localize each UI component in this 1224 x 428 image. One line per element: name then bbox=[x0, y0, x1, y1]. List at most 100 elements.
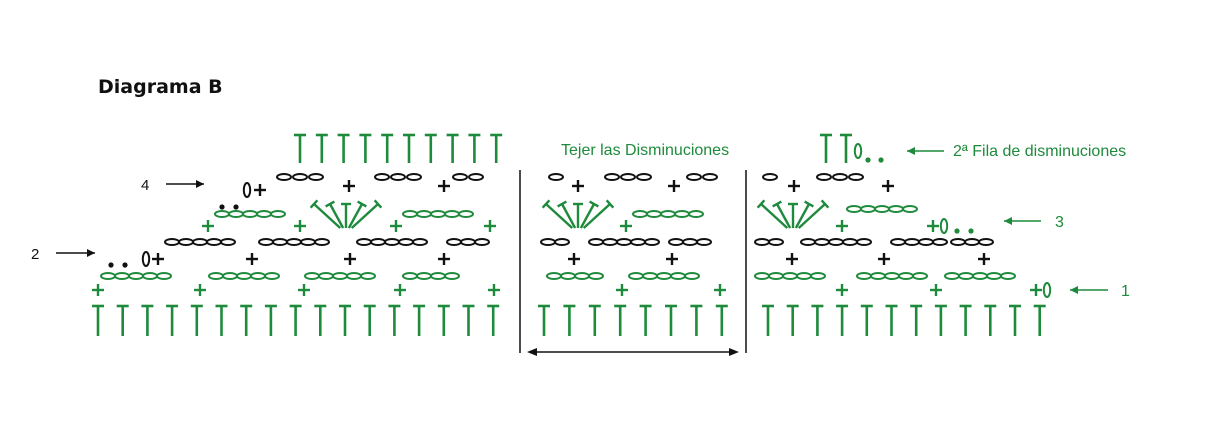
chain-symbol bbox=[832, 173, 848, 181]
chain-symbol bbox=[222, 272, 238, 280]
double-crochet-symbol bbox=[840, 133, 852, 163]
chain-symbol bbox=[874, 205, 890, 213]
single-crochet-symbol bbox=[488, 284, 500, 296]
chain-symbol bbox=[452, 173, 468, 181]
chain-symbol bbox=[800, 238, 816, 246]
single-crochet-symbol bbox=[836, 220, 848, 232]
chain-symbol bbox=[430, 210, 446, 218]
chain-symbol bbox=[474, 238, 490, 246]
arrow-head bbox=[1070, 286, 1078, 294]
shell-stem bbox=[797, 203, 826, 229]
chain-symbol bbox=[588, 272, 604, 280]
chain-symbol bbox=[628, 272, 644, 280]
chain-symbol bbox=[236, 272, 252, 280]
double-crochet-symbol bbox=[490, 133, 503, 163]
chain-symbol bbox=[332, 272, 348, 280]
double-crochet-symbol bbox=[413, 304, 426, 336]
double-crochet-symbol bbox=[446, 133, 459, 163]
chain-symbol bbox=[256, 210, 272, 218]
chain-symbol bbox=[814, 238, 830, 246]
chain-symbol bbox=[446, 238, 462, 246]
chain-symbol bbox=[898, 272, 914, 280]
single-crochet-symbol bbox=[666, 253, 678, 265]
chain-symbol bbox=[574, 272, 590, 280]
shell-top bbox=[373, 199, 383, 209]
single-crochet-symbol bbox=[786, 253, 798, 265]
chain-symbol bbox=[264, 272, 280, 280]
double-crochet-symbol bbox=[468, 133, 481, 163]
chain-symbol bbox=[360, 272, 376, 280]
turning-chain-symbol bbox=[242, 182, 252, 198]
single-crochet-symbol bbox=[882, 180, 894, 192]
slip-stitch-symbol bbox=[878, 157, 884, 163]
chain-symbol bbox=[430, 272, 446, 280]
double-crochet-symbol bbox=[487, 304, 500, 336]
double-crochet-symbol bbox=[820, 133, 832, 163]
chain-symbol bbox=[416, 272, 432, 280]
structure-lines bbox=[56, 147, 1108, 356]
double-crochet-symbol bbox=[363, 304, 376, 336]
shell-symbol bbox=[756, 199, 830, 229]
double-crochet-symbol bbox=[359, 133, 372, 163]
shell-top bbox=[756, 199, 766, 209]
single-crochet-symbol bbox=[343, 180, 355, 192]
double-crochet-symbol bbox=[1009, 304, 1021, 336]
chain-symbol bbox=[468, 173, 484, 181]
single-crochet-symbol bbox=[714, 284, 726, 296]
chain-symbol bbox=[318, 272, 334, 280]
single-crochet-symbol bbox=[930, 284, 942, 296]
chain-symbol bbox=[128, 272, 144, 280]
shell-symbol bbox=[309, 199, 383, 229]
chain-symbol bbox=[546, 272, 562, 280]
chain-symbol bbox=[828, 238, 844, 246]
single-crochet-symbol bbox=[788, 180, 800, 192]
chain-symbol bbox=[856, 238, 872, 246]
chain-symbol bbox=[642, 272, 658, 280]
double-crochet-symbol bbox=[762, 304, 774, 336]
slip-stitch-symbol bbox=[968, 228, 974, 234]
chain-symbol bbox=[142, 272, 158, 280]
chain-symbol bbox=[444, 210, 460, 218]
single-crochet-symbol bbox=[298, 284, 310, 296]
slip-stitch-symbol bbox=[954, 228, 960, 234]
chain-symbol bbox=[300, 238, 316, 246]
slip-stitch-symbol bbox=[865, 157, 871, 163]
double-crochet-symbol bbox=[315, 133, 328, 163]
chain-symbol bbox=[560, 272, 576, 280]
chain-symbol bbox=[406, 173, 422, 181]
chain-symbol bbox=[588, 238, 604, 246]
pointer-arrow bbox=[907, 147, 944, 155]
chain-symbol bbox=[688, 210, 704, 218]
chain-symbol bbox=[986, 272, 1002, 280]
double-crochet-symbol bbox=[337, 133, 350, 163]
double-crochet-symbol bbox=[563, 304, 576, 336]
chain-symbol bbox=[370, 238, 386, 246]
single-crochet-symbol bbox=[246, 253, 258, 265]
single-crochet-symbol bbox=[294, 220, 306, 232]
double-crochet-symbol bbox=[141, 304, 154, 336]
chain-symbol bbox=[682, 238, 698, 246]
chain-symbol bbox=[754, 238, 770, 246]
pointer-arrow bbox=[166, 180, 204, 188]
chain-symbol bbox=[848, 173, 864, 181]
chain-symbol bbox=[762, 173, 778, 181]
arrow-head bbox=[87, 249, 95, 257]
chain-symbol bbox=[884, 272, 900, 280]
chain-symbol bbox=[242, 210, 258, 218]
pointer-arrow bbox=[56, 249, 95, 257]
double-crochet-symbol bbox=[462, 304, 475, 336]
chain-symbol bbox=[554, 238, 570, 246]
chain-symbol bbox=[674, 210, 690, 218]
double-crochet-symbol bbox=[959, 304, 972, 336]
chain-symbol bbox=[668, 238, 684, 246]
single-crochet-symbol bbox=[878, 253, 890, 265]
diagram-title: Diagrama B bbox=[98, 76, 223, 98]
chain-symbol bbox=[458, 210, 474, 218]
chain-symbol bbox=[912, 272, 928, 280]
chain-symbol bbox=[402, 272, 418, 280]
pointer-arrow bbox=[1004, 217, 1041, 225]
double-crochet-symbol bbox=[1033, 304, 1046, 336]
double-crochet-symbol bbox=[811, 304, 824, 336]
chain-symbol bbox=[192, 238, 208, 246]
single-crochet-symbol bbox=[344, 253, 356, 265]
